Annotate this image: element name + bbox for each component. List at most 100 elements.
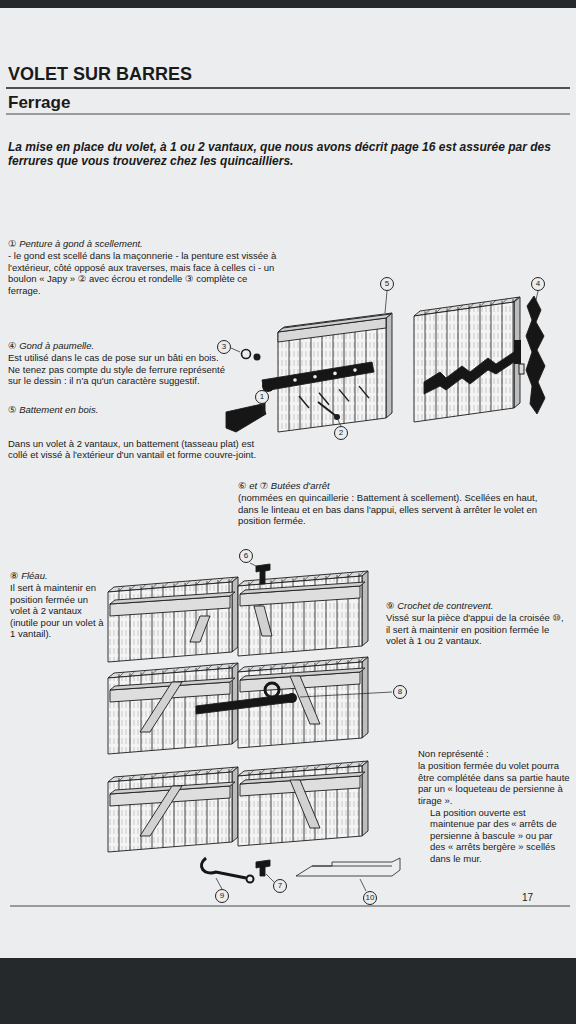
plank-joint xyxy=(337,659,342,664)
plank-joint xyxy=(152,775,153,848)
bar-latch xyxy=(196,694,292,714)
plank-joint xyxy=(174,668,179,673)
callout-circle: 4 xyxy=(531,277,545,291)
plank-joint xyxy=(229,663,234,668)
bolt-hole xyxy=(313,375,317,379)
plank-joint xyxy=(304,576,309,581)
diagonal-brace xyxy=(140,682,182,732)
plank-joint xyxy=(260,769,265,774)
callout-heading: La mise en place du volet, à 1 ou 2 vant… xyxy=(8,140,564,169)
body-text: - le gond est scellé dans la maçonnerie … xyxy=(8,250,280,296)
callout-heading: ⑥ et ⑦ Butées d'arrêt xyxy=(238,480,560,491)
plank-joint xyxy=(163,585,164,658)
plank-joint xyxy=(218,578,223,583)
callout-heading: ⑧ Fléau. xyxy=(10,570,104,581)
rule-line xyxy=(10,906,570,907)
crossbar xyxy=(240,668,365,680)
plank-joint xyxy=(119,778,120,851)
plank-joint xyxy=(185,583,186,656)
callout-number: 3 xyxy=(222,343,226,351)
plank-joint xyxy=(152,585,153,658)
callout-number: 6 xyxy=(244,552,248,560)
plank-joint xyxy=(218,580,219,653)
plank-joint xyxy=(304,662,309,667)
leaf-face xyxy=(414,302,514,422)
plank-joint xyxy=(141,586,142,659)
leader-line xyxy=(360,879,366,891)
plank-joint xyxy=(196,582,197,655)
strap-hinge xyxy=(262,362,374,391)
latch-knob xyxy=(287,693,297,703)
plank-joint xyxy=(185,771,190,776)
callout-circle: 2 xyxy=(334,426,348,440)
shutter-leaf xyxy=(278,313,392,432)
leaf-edge xyxy=(232,577,238,652)
screw xyxy=(359,386,369,398)
leaf-edge xyxy=(514,297,520,408)
plank-joint xyxy=(315,575,320,580)
plank-joint xyxy=(326,764,331,769)
leader-line xyxy=(300,692,392,697)
plank-joint xyxy=(185,667,190,672)
ornate-hinge xyxy=(424,352,514,394)
knuckle xyxy=(519,364,524,374)
callout-number: 9 xyxy=(220,892,224,900)
screw xyxy=(299,396,309,408)
plank-joint xyxy=(293,663,298,668)
plank-joint xyxy=(315,765,320,770)
diagonal-brace xyxy=(190,616,210,642)
bolt-hole xyxy=(333,372,337,376)
plank-joint xyxy=(425,311,426,420)
plank-joint xyxy=(130,671,135,676)
plank-joint xyxy=(229,767,234,772)
plank-joint xyxy=(348,658,353,663)
japy-bolt xyxy=(318,402,336,416)
plank-joint xyxy=(469,305,470,414)
plank-joint xyxy=(436,308,441,313)
plank-joint xyxy=(174,772,179,777)
crossbar xyxy=(240,582,365,594)
plank-joint xyxy=(359,761,364,766)
diagonal-brace xyxy=(290,780,320,828)
body-text: Non représenté : xyxy=(418,748,570,759)
plank-joint xyxy=(196,580,201,585)
plank-joint xyxy=(141,776,142,849)
callout-heading: ① Penture à gond à scellement. xyxy=(8,238,280,249)
plank-joint xyxy=(163,669,168,674)
plank-joint xyxy=(260,665,265,670)
plank-joint xyxy=(218,768,223,773)
screw xyxy=(339,389,349,401)
body-text: (nommées en quincaillerie : Battement à … xyxy=(238,492,560,526)
plank-joint xyxy=(174,670,175,749)
plank-joint xyxy=(491,300,496,305)
plank-joint xyxy=(293,767,298,772)
plank-joint xyxy=(359,657,364,662)
shutter-leaf xyxy=(238,571,368,656)
plank-joint xyxy=(447,306,452,311)
leader-line xyxy=(250,563,256,566)
nut xyxy=(254,354,261,361)
plank-joint xyxy=(119,586,124,591)
plank-joint xyxy=(163,583,168,588)
plank-joint xyxy=(271,768,276,773)
callout-number: 2 xyxy=(339,429,343,437)
plank-joint xyxy=(513,297,518,302)
plank-joint xyxy=(469,303,474,308)
plank-joint xyxy=(502,301,503,410)
sealing-pintle xyxy=(226,404,266,432)
diagonal-brace xyxy=(140,786,182,836)
callout-circle: 9 xyxy=(215,889,229,903)
plank-joint xyxy=(315,661,320,666)
crossbar xyxy=(110,592,235,604)
plank-joint xyxy=(491,302,492,411)
plank-joint xyxy=(249,770,254,775)
latch-keeper xyxy=(265,683,279,697)
plank-joint xyxy=(130,775,135,780)
page-title: VOLET SUR BARRES xyxy=(8,64,192,86)
plank-joint xyxy=(119,776,124,781)
window-sill xyxy=(296,858,400,876)
plank-joint xyxy=(141,774,146,779)
plank-joint xyxy=(207,665,212,670)
crossbar xyxy=(240,772,365,784)
shutter-leaf xyxy=(414,297,520,422)
